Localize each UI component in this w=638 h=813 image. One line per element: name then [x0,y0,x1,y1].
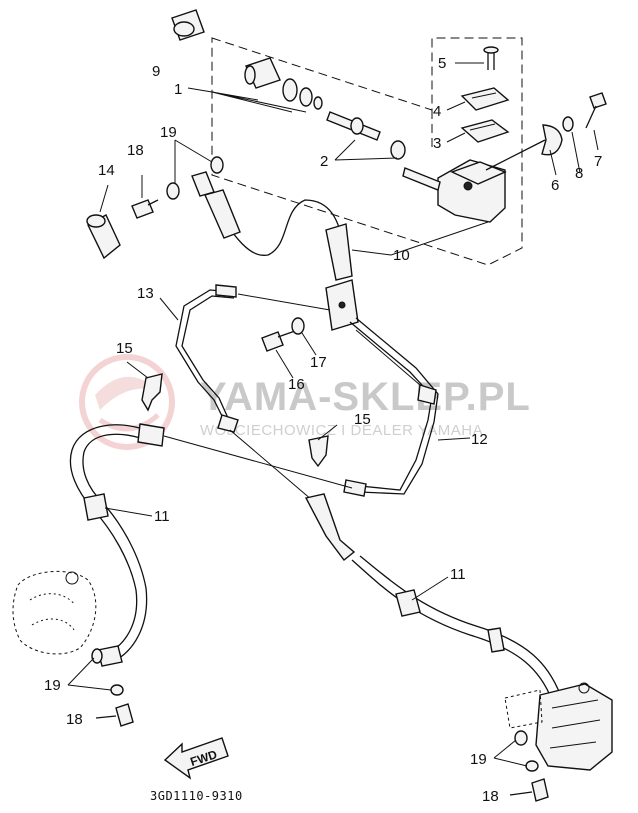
callout-17: 17 [310,354,327,371]
callout-2: 2 [320,153,328,170]
callout-leaders [67,62,599,767]
part-4-cover [460,87,510,111]
part-11-brake-hose-left [69,423,165,667]
callout-19-left: 19 [44,677,61,694]
part-15-clip-right [308,435,329,468]
fwd-arrow-icon: FWD [163,737,229,780]
callout-9: 9 [152,63,160,80]
watermark-dealer: WOJCIECHOWICZ I DEALER YAMAHA [200,422,483,439]
part-18-bleed-bolt-bottom-left [95,703,134,727]
callout-12: 12 [471,431,488,448]
callout-6: 6 [551,177,559,194]
part-9-cap [171,9,205,41]
callout-14: 14 [98,162,115,179]
part-19-washer-top [166,156,224,200]
part-16-union-bolt [261,330,296,352]
part-19-washer-bottom-right [514,730,539,772]
caliper-right [504,682,613,771]
part-5-screw [483,46,499,70]
part-7-bolt [585,92,607,129]
callout-13: 13 [137,285,154,302]
callout-18-left: 18 [66,711,83,728]
callout-19-top: 19 [160,124,177,141]
master-cylinder-body [402,139,546,223]
callout-8: 8 [575,165,583,182]
caliper-left [12,570,97,655]
part-14-bleeder-cap [86,214,121,260]
part-13-brake-pipe-left [175,284,239,433]
callout-1: 1 [174,81,182,98]
part-12-brake-pipe-right [343,317,439,497]
callout-19-right: 19 [470,751,487,768]
part-1-piston-kit [244,57,323,110]
callout-7: 7 [594,153,602,170]
callout-16: 16 [288,376,305,393]
part-8-washer [562,116,574,132]
part-18-bleed-bolt-bottom-right [509,778,549,802]
part-3-diaphragm [460,119,510,143]
part-15-clip-left [141,373,163,412]
drawing-code: 3GD1110-9310 [150,789,243,803]
callout-11-left: 11 [154,508,170,525]
watermark-brand: YAMA-SKLEP.PL [200,375,531,419]
part-2-piston-rod [326,111,406,160]
assembly-box-master-cylinder [211,37,523,266]
part-11-brake-hose-right [304,493,561,701]
callout-18-right: 18 [482,788,499,805]
callout-3: 3 [433,135,441,152]
callout-labels: 9 1 2 5 4 3 6 8 7 10 19 18 14 13 15 15 1… [44,55,602,805]
watermark-logo [79,354,175,450]
part-18-bleed-bolt-top [131,199,159,219]
callout-5: 5 [438,55,446,72]
leader-line-hose-joint [163,293,421,501]
part-6-holder [541,124,563,156]
part-10-reservoir-hose [191,171,353,281]
callout-15-left: 15 [116,340,133,357]
callout-4: 4 [433,103,441,120]
callout-10: 10 [393,247,410,264]
callout-11-right: 11 [450,566,466,583]
brake-three-way-joint [325,279,359,331]
watermark: YAMA-SKLEP.PL WOJCIECHOWICZ I DEALER YAM… [79,354,531,450]
part-17-washer [291,317,305,335]
callout-18-top: 18 [127,142,144,159]
callout-15-right: 15 [354,411,371,428]
